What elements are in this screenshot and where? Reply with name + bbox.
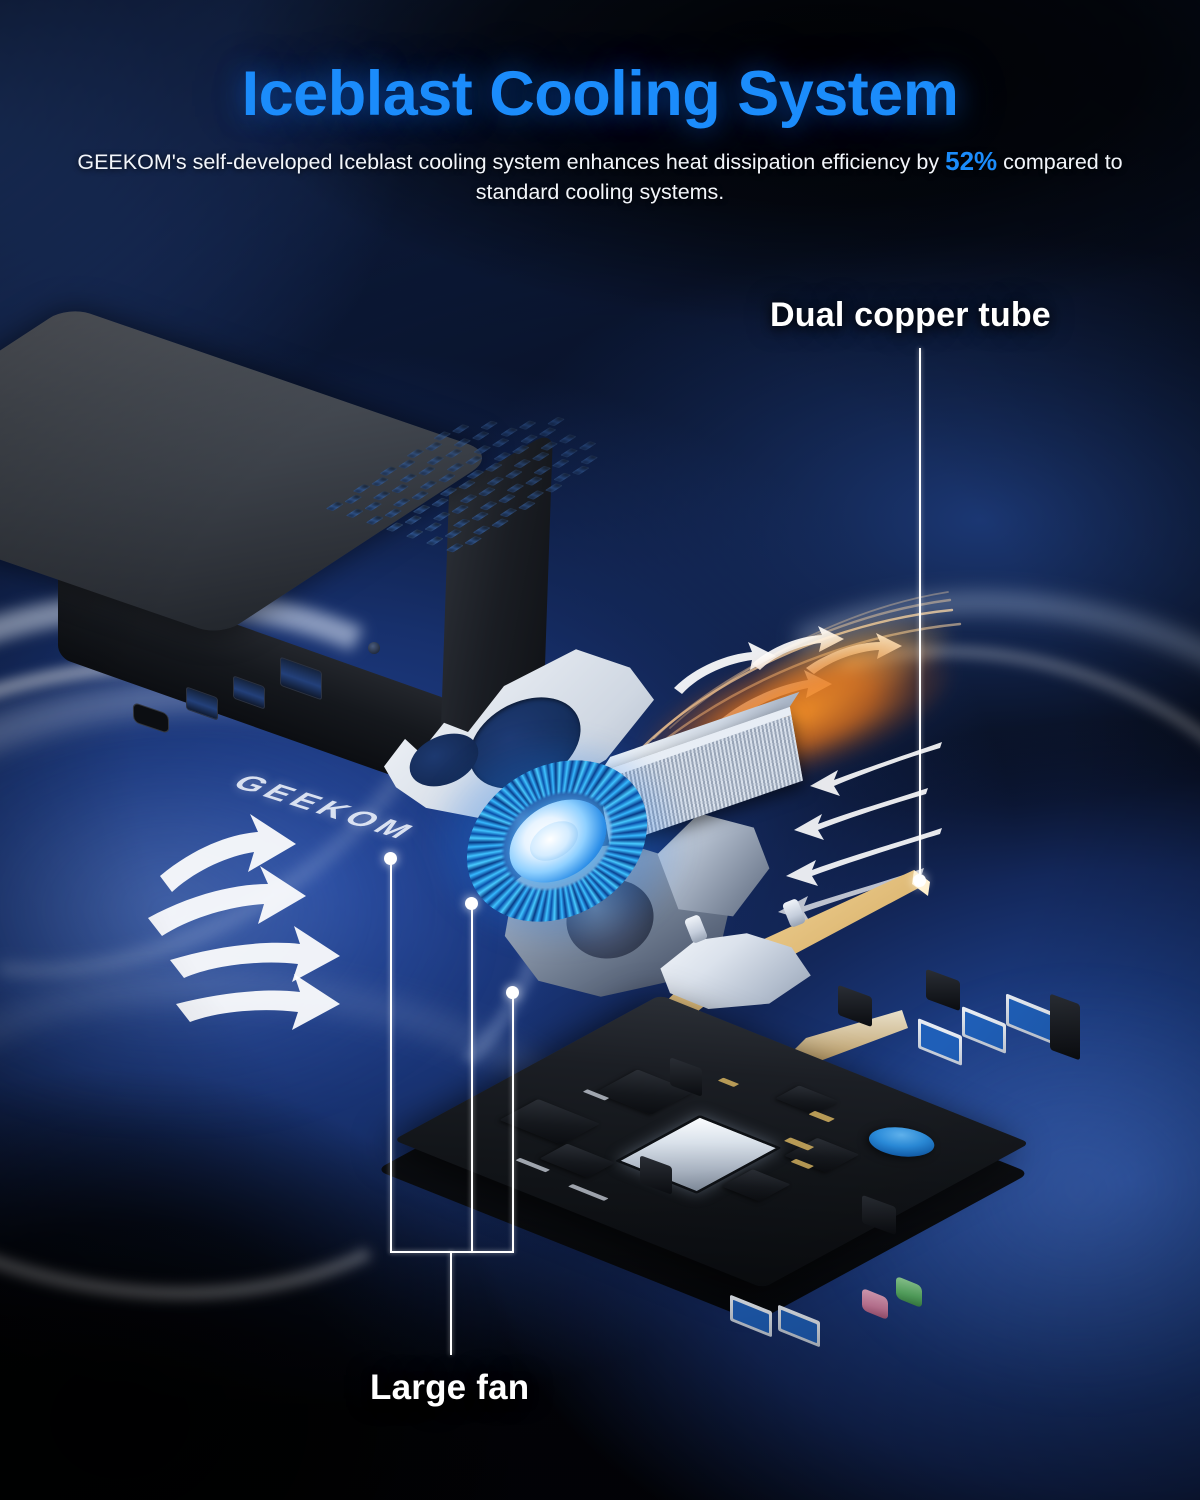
page-subtitle: GEEKOM's self-developed Iceblast cooling… — [40, 146, 1160, 207]
fan-leader-line-1 — [390, 858, 392, 1252]
copper-leader-line — [919, 348, 921, 882]
page-title: Iceblast Cooling System — [241, 59, 959, 129]
fan-leader-dot-3 — [506, 986, 519, 999]
subtitle-highlight-percent: 52% — [945, 146, 998, 176]
fan-leader-crossbar — [390, 1251, 514, 1253]
subtitle-text-tail: compared to standard cooling systems. — [475, 150, 1123, 204]
fan-leader-line-2 — [471, 903, 473, 1252]
fan-leader-dot-1 — [384, 852, 397, 865]
subtitle-text-lead: GEEKOM's self-developed Iceblast cooling… — [77, 150, 946, 174]
fan-leader-stem — [450, 1251, 452, 1355]
callout-label-dual-copper-tube: Dual copper tube — [770, 296, 1051, 334]
callout-label-large-fan: Large fan — [370, 1368, 530, 1407]
copper-leader-dot — [913, 874, 926, 887]
fan-leader-line-3 — [512, 992, 514, 1252]
fan-leader-dot-2 — [465, 897, 478, 910]
